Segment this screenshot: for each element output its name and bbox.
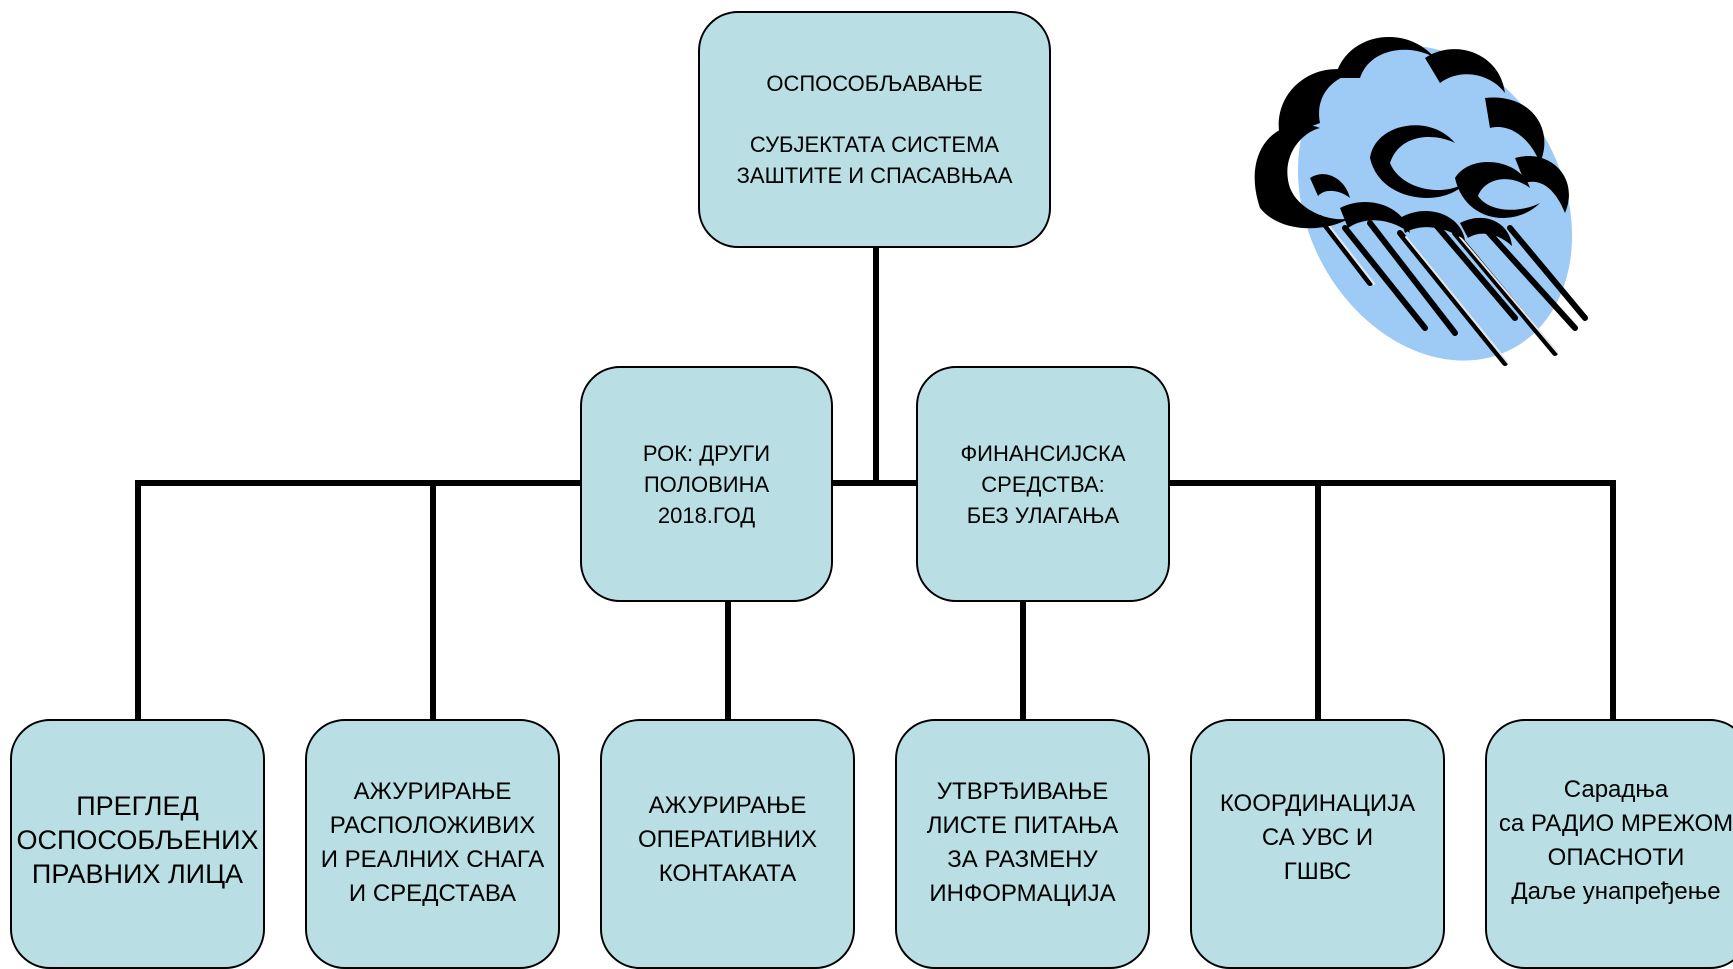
contacts-line3: КОНТАКАТА: [658, 860, 797, 887]
root-title-line3: ЗАШТИТЕ И СПАСАВЊАА: [736, 163, 1013, 188]
radio-line3: ОПАСНОТИ: [1547, 844, 1685, 871]
deadline-line2: ПОЛОВИНА: [643, 471, 770, 497]
finance-line1: ФИНАНСИЈСКА: [960, 440, 1126, 466]
node-coordination: КООРДИНАЦИЈА СА УВС И ГШВС: [1190, 719, 1445, 969]
deadline-line1: РОК: ДРУГИ: [642, 440, 771, 466]
root-title-line1: ОСПОСОБЉАВАЊЕ: [766, 71, 983, 96]
root-node-training: ОСПОСОБЉАВАЊЕ СУБЈЕКТАТА СИСТЕМА ЗАШТИТЕ…: [698, 11, 1051, 248]
forces-line2: РАСПОЛОЖИВИХ: [329, 812, 536, 839]
node-radio-network: Сарадња са РАДИО МРЕЖОМ ОПАСНОТИ Даље ун…: [1485, 719, 1733, 969]
questions-line4: ИНФОРМАЦИЈА: [929, 880, 1116, 907]
rain-cloud-icon: [1254, 36, 1588, 366]
node-question-list: УТВРЂИВАЊЕ ЛИСТЕ ПИТАЊА ЗА РАЗМЕНУ ИНФОР…: [895, 719, 1150, 969]
finance-line2: СРЕДСТВА:: [981, 471, 1105, 497]
review-line1: ПРЕГЛЕД: [76, 791, 199, 821]
questions-line1: УТВРЂИВАЊЕ: [936, 778, 1109, 805]
radio-line1: Сарадња: [1563, 776, 1669, 803]
deadline-line3: 2018.ГОД: [657, 502, 756, 528]
questions-line3: ЗА РАЗМЕНУ: [947, 846, 1098, 873]
forces-line3: И РЕАЛНИХ СНАГА: [320, 846, 545, 873]
radio-line2: са РАДИО МРЕЖОМ: [1498, 810, 1733, 837]
review-line2: ОСПОСОБЉЕНИХ: [16, 825, 259, 855]
finance-line3: БЕЗ УЛАГАЊА: [966, 502, 1120, 528]
node-deadline: РОК: ДРУГИ ПОЛОВИНА 2018.ГОД: [580, 366, 833, 602]
node-update-forces: АЖУРИРАЊЕ РАСПОЛОЖИВИХ И РЕАЛНИХ СНАГА И…: [305, 719, 560, 969]
contacts-line1: АЖУРИРАЊЕ: [648, 792, 807, 819]
root-title-line2: СУБЈЕКТАТА СИСТЕМА: [749, 132, 1000, 157]
node-finance: ФИНАНСИЈСКА СРЕДСТВА: БЕЗ УЛАГАЊА: [916, 366, 1170, 602]
review-line3: ПРАВНИХ ЛИЦА: [31, 859, 244, 889]
contacts-line2: ОПЕРАТИВНИХ: [638, 826, 817, 853]
coordination-line1: КООРДИНАЦИЈА: [1219, 790, 1416, 817]
forces-line4: И СРЕДСТАВА: [348, 880, 517, 907]
node-review-trained-entities: ПРЕГЛЕД ОСПОСОБЉЕНИХ ПРАВНИХ ЛИЦА: [10, 719, 265, 969]
coordination-line2: СА УВС И: [1261, 824, 1374, 851]
coordination-line3: ГШВС: [1283, 858, 1352, 885]
node-update-contacts: АЖУРИРАЊЕ ОПЕРАТИВНИХ КОНТАКАТА: [600, 719, 855, 969]
radio-line4: Даље унапређење: [1511, 878, 1721, 905]
questions-line2: ЛИСТЕ ПИТАЊА: [926, 812, 1119, 839]
forces-line1: АЖУРИРАЊЕ: [353, 778, 512, 805]
